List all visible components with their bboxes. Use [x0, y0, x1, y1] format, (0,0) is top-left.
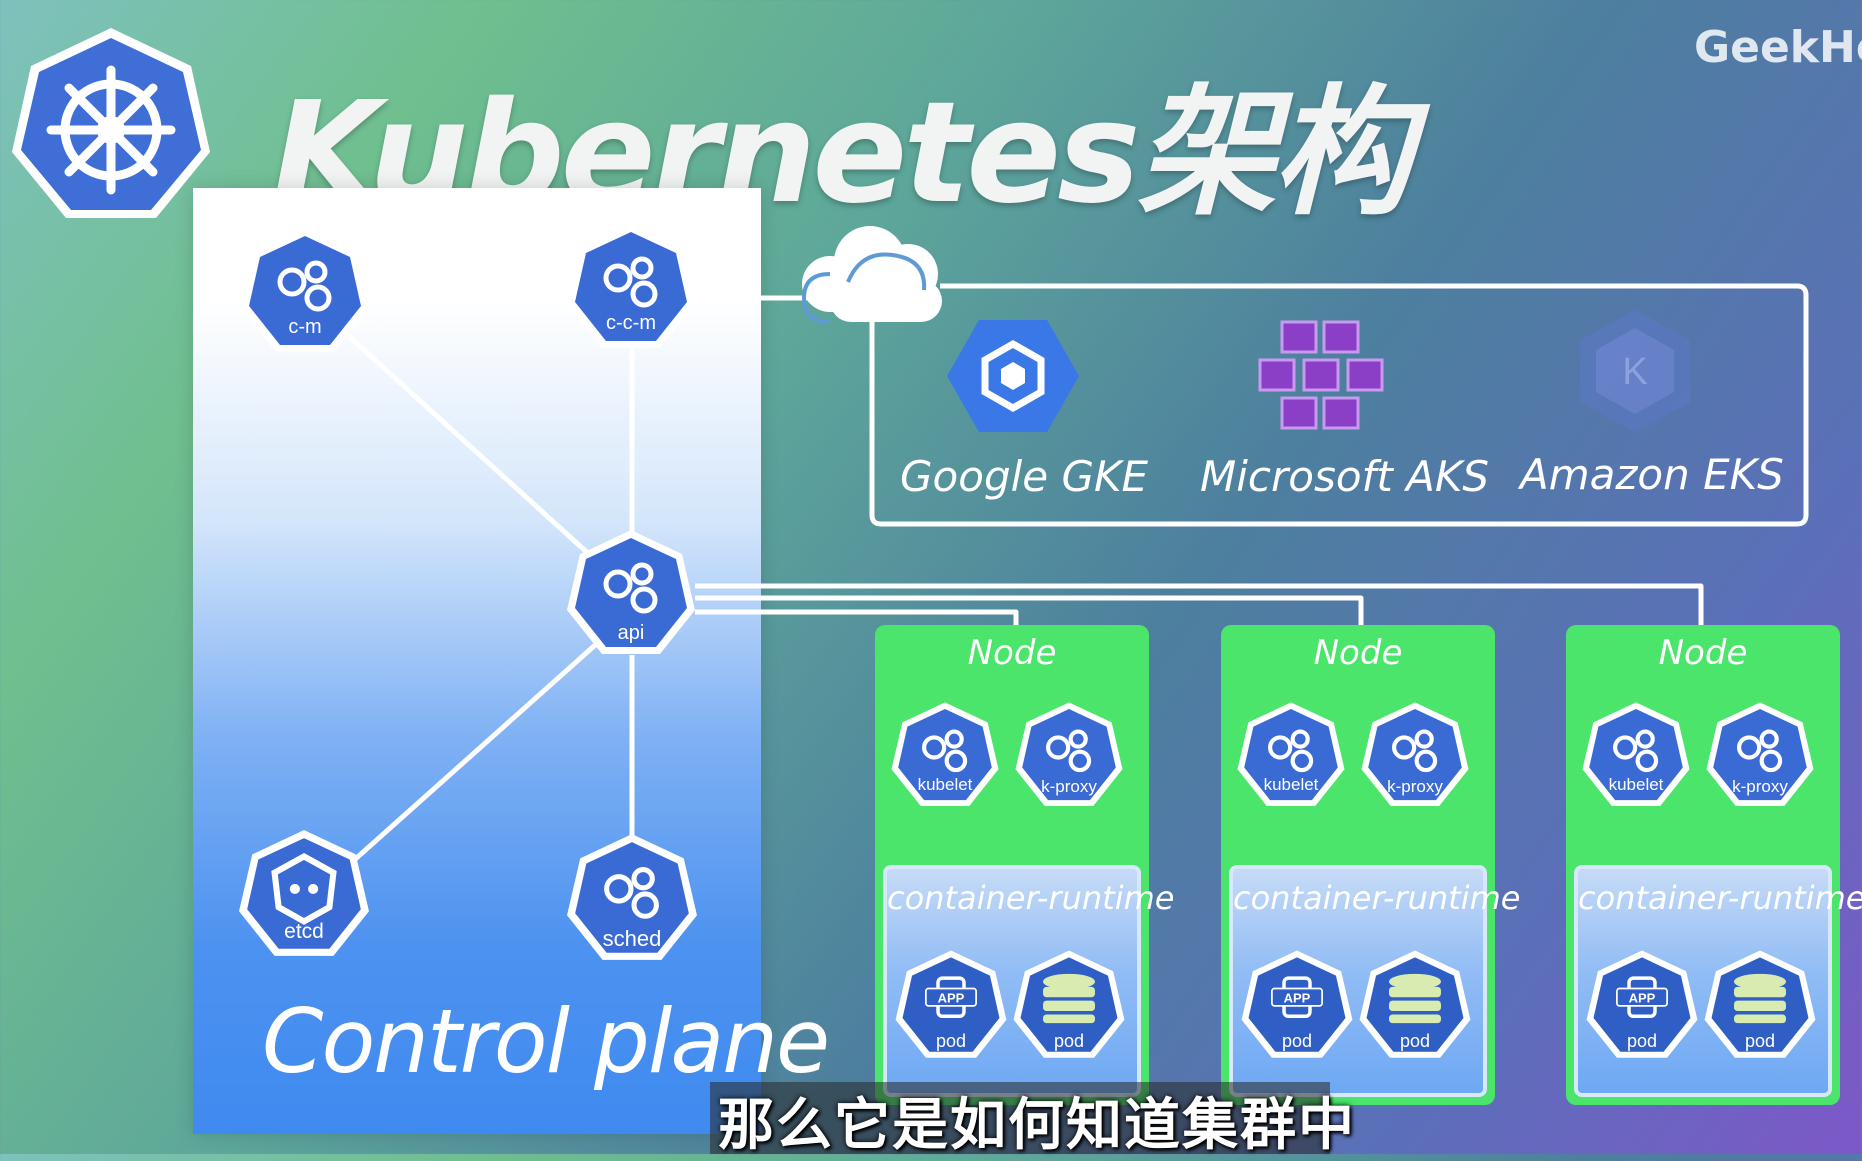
eks-label: Amazon EKS [1520, 450, 1784, 499]
gke-label: Google GKE [900, 452, 1149, 501]
node-title: Node [967, 633, 1057, 673]
caption-background [710, 1082, 1330, 1154]
watermark: GeekHo [1694, 22, 1862, 73]
svg-text:K: K [1622, 351, 1647, 393]
aks-label: Microsoft AKS [1200, 452, 1490, 501]
component-label: k-proxy [1732, 777, 1788, 796]
svg-text:APP: APP [938, 990, 965, 1005]
container-runtime-box: container-runtime APP pod pod [1574, 865, 1862, 1097]
pod-label: pod [935, 1031, 967, 1051]
pod-label: pod [1744, 1031, 1776, 1051]
component-label: kubelet [1608, 775, 1664, 794]
worker-node[interactable]: Node kubelet k-proxy container-runtime A… [1221, 625, 1521, 1105]
component-etcd[interactable]: etcd [236, 826, 372, 962]
svg-text:APP: APP [1284, 990, 1311, 1005]
pod-label: pod [1399, 1031, 1431, 1051]
kubelet-component[interactable]: kubelet [1580, 699, 1692, 811]
component-label: kubelet [1263, 775, 1319, 794]
subtitle-caption: 那么它是如何知道集群中 [718, 1093, 1356, 1158]
pod-app[interactable]: APP pod [1239, 947, 1355, 1063]
pod-database[interactable]: pod [1011, 947, 1127, 1063]
pod-label: pod [1281, 1031, 1313, 1051]
container-runtime-box: container-runtime APP pod pod [1229, 865, 1521, 1097]
component-label: c-c-m [606, 312, 656, 334]
k-proxy-component[interactable]: k-proxy [1013, 699, 1125, 811]
pod-database[interactable]: pod [1357, 947, 1473, 1063]
worker-node[interactable]: Node kubelet k-proxy container-runtime A… [1566, 625, 1862, 1105]
component-c-m[interactable]: c-m [238, 224, 372, 358]
component-c-c-m[interactable]: c-c-m [564, 220, 698, 354]
kubernetes-logo-icon [6, 22, 216, 222]
runtime-label: container-runtime [1578, 879, 1862, 917]
component-label: c-m [288, 316, 322, 338]
runtime-label: container-runtime [887, 879, 1175, 917]
component-sched[interactable]: sched [564, 830, 700, 966]
component-label: k-proxy [1041, 777, 1097, 796]
cloud-icon [790, 222, 960, 332]
node-title: Node [1658, 633, 1748, 673]
container-runtime-box: container-runtime APP pod pod [883, 865, 1175, 1097]
aks-cubes-icon [1258, 318, 1390, 432]
pod-label: pod [1053, 1031, 1085, 1051]
pod-app[interactable]: APP pod [893, 947, 1009, 1063]
kubelet-component[interactable]: kubelet [1235, 699, 1347, 811]
pod-label: pod [1626, 1031, 1658, 1051]
component-label: kubelet [917, 775, 973, 794]
svg-text:APP: APP [1629, 990, 1656, 1005]
k-proxy-component[interactable]: k-proxy [1704, 699, 1816, 811]
component-label: etcd [284, 920, 324, 943]
control-plane-label: Control plane [262, 990, 830, 1093]
component-label: k-proxy [1387, 777, 1443, 796]
component-label: api [617, 622, 645, 644]
node-title: Node [1313, 633, 1403, 673]
runtime-label: container-runtime [1233, 879, 1521, 917]
gke-hexagon-icon [945, 316, 1081, 436]
kubelet-component[interactable]: kubelet [889, 699, 1001, 811]
eks-logo-icon: K [1574, 306, 1696, 436]
component-api[interactable]: api [564, 526, 698, 660]
pod-database[interactable]: pod [1702, 947, 1818, 1063]
pod-app[interactable]: APP pod [1584, 947, 1700, 1063]
k-proxy-component[interactable]: k-proxy [1359, 699, 1471, 811]
worker-node[interactable]: Node kubelet k-proxy container-runtime A… [875, 625, 1175, 1105]
component-label: sched [602, 926, 662, 951]
